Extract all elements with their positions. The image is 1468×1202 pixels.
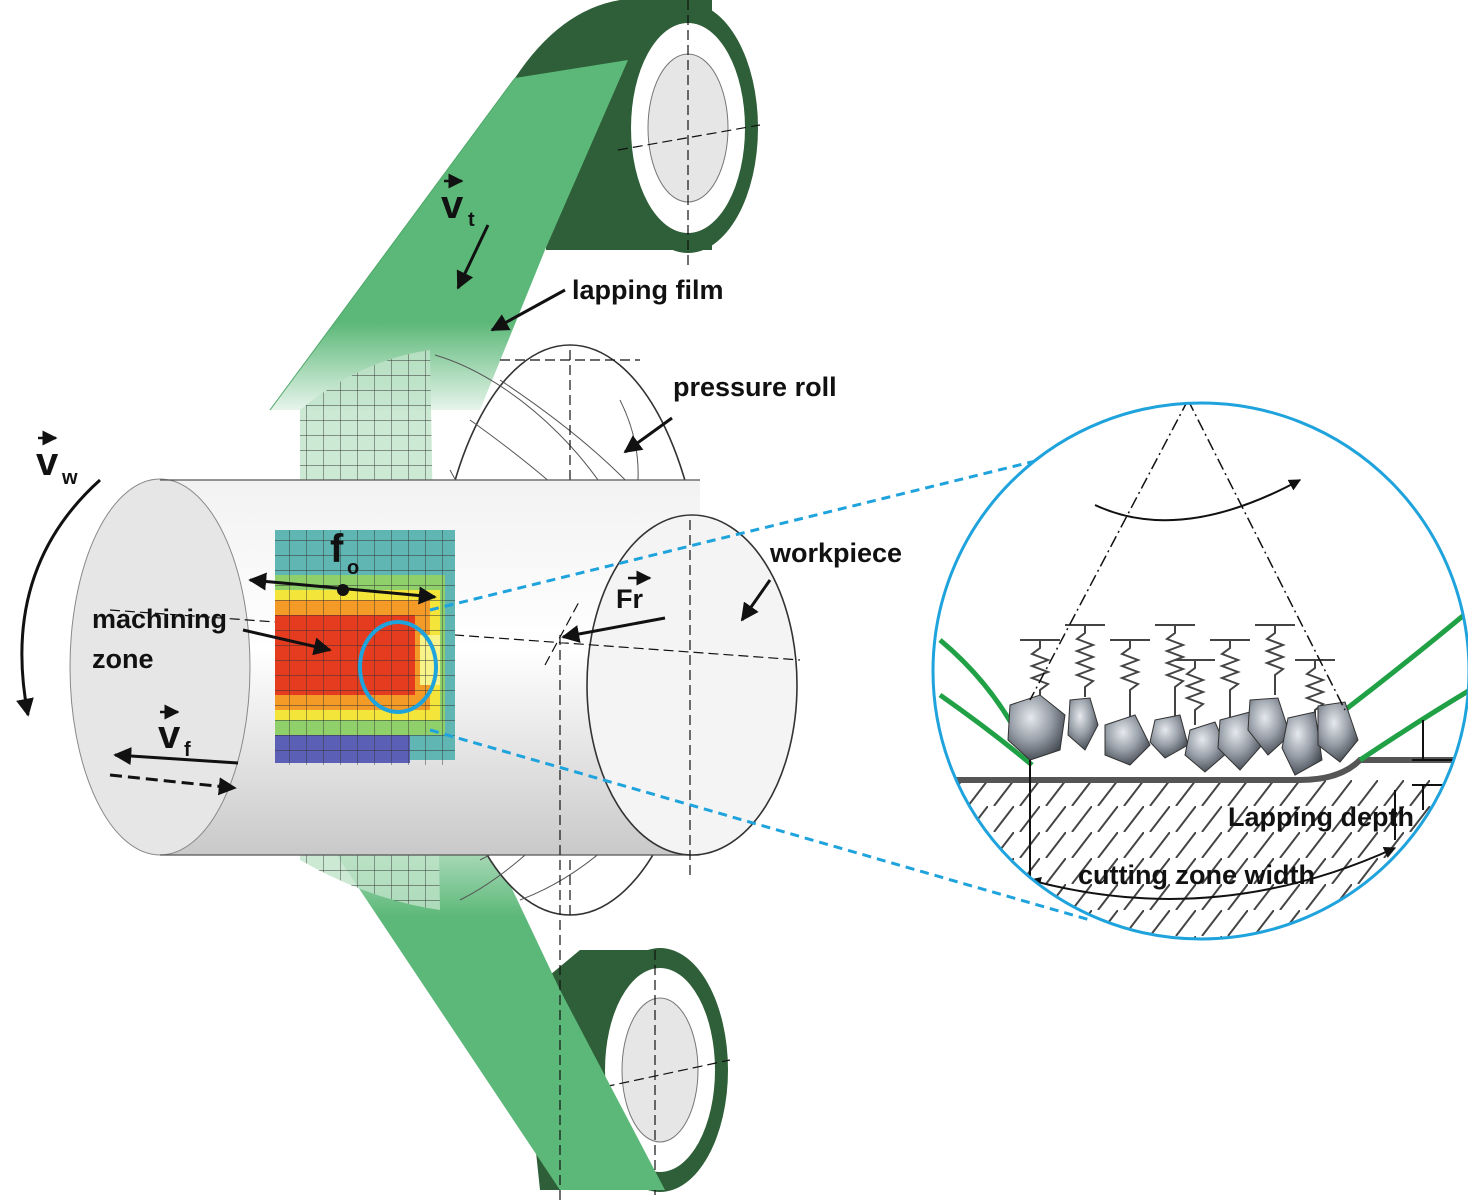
cutting-zone-width-label: cutting zone width — [1078, 860, 1315, 890]
workpiece-label: workpiece — [769, 538, 902, 568]
vf-symbol: v f — [158, 704, 191, 761]
vw-main: v — [36, 440, 59, 484]
workpiece-arrow — [740, 579, 772, 622]
vt-sub: t — [468, 209, 475, 231]
labels: lapping film pressure roll workpiece mac… — [92, 275, 1414, 890]
fo-point — [337, 584, 349, 596]
springs — [1020, 624, 1335, 725]
vw-symbol: v w — [36, 430, 78, 489]
machining-zone-label-line2: zone — [92, 644, 154, 674]
pressure-roll-label: pressure roll — [673, 372, 837, 402]
vw-sub: w — [61, 467, 78, 489]
zoom-indicator — [358, 450, 1091, 922]
vf-main: v — [158, 713, 181, 757]
vt-main: v — [441, 183, 464, 227]
machining-zone-arrow — [242, 628, 332, 656]
fo-symbol: f o — [330, 527, 359, 579]
lapping-depth-label: Lapping depth — [1228, 802, 1414, 832]
lapping-film-arrow — [490, 288, 566, 332]
fo-sub: o — [347, 557, 359, 579]
vw-rotation-arrow — [16, 478, 102, 717]
fr-arrow — [561, 616, 666, 643]
fr-symbol: Fr — [616, 570, 652, 614]
lapping-film-label: lapping film — [572, 275, 724, 305]
symbols: v t v w v f f o Fr — [36, 173, 652, 761]
zoom-detail — [931, 401, 1468, 941]
vt-arrow — [456, 224, 490, 290]
abrasive-grains — [1007, 694, 1359, 776]
vf-arrow — [113, 747, 239, 766]
vf-sub: f — [184, 739, 191, 761]
machining-zone-label-line1: machining — [92, 604, 227, 634]
fo-main: f — [330, 527, 344, 571]
fr-text: Fr — [616, 584, 643, 614]
vt-symbol: v t — [441, 173, 475, 231]
vf-dashed-arrow — [109, 773, 237, 796]
pressure-roll-arrow — [623, 416, 673, 454]
